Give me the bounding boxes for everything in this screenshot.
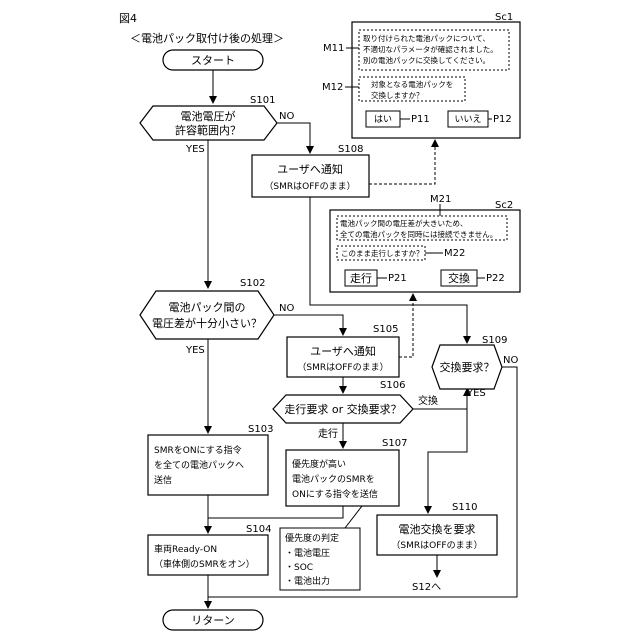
m21-line1: 電池パック間の電圧差が大きいため、 <box>340 218 468 228</box>
s104-text-line1: 車両Ready-ON <box>154 543 217 555</box>
priority-note-item-3: ・電池出力 <box>285 575 330 587</box>
m22-label: M22 <box>444 248 465 259</box>
screen-sc1-id: Sc1 <box>495 12 513 23</box>
s103-text-line3: 送信 <box>154 474 172 486</box>
p22-label: P22 <box>486 273 505 284</box>
s102-step-id: S102 <box>240 278 265 289</box>
m21-line2: 全ての電池パックを同時には接続できません。 <box>340 229 497 239</box>
start-label: スタート <box>191 54 235 67</box>
s101-text-line2: 許容範囲内？ <box>175 123 241 137</box>
s106-step-id: S106 <box>380 380 405 391</box>
m11-line2: 不適切なパラメータが確認されました。 <box>363 44 498 54</box>
connector-s105-screen2 <box>399 294 413 357</box>
m12-line2: 交換しますか？ <box>371 90 424 100</box>
s102-decision <box>140 291 274 339</box>
s107-text-line2: 電池パックのSMRを <box>292 473 375 485</box>
connector-s107-merge <box>208 506 343 518</box>
p12-label: P12 <box>493 114 512 125</box>
sc2-swap-button-label: 交換 <box>448 271 470 285</box>
s107-step-id: S107 <box>382 438 407 449</box>
s102-text-line2: 電圧差が十分小さい？ <box>152 316 262 330</box>
figure-title: ＜電池パック取付け後の処理＞ <box>130 31 284 45</box>
priority-note-item-2: ・SOC <box>285 563 313 573</box>
connector-s102-no <box>274 315 343 335</box>
m11-line3: 別の電池パックに交換してください。 <box>363 55 490 65</box>
s105-text-line1: ユーザへ通知 <box>310 344 376 358</box>
m12-line1: 対象となる電池パックを <box>371 79 453 89</box>
s101-text-line1: 電池電圧が <box>181 109 236 123</box>
s103-step-id: S103 <box>248 424 273 435</box>
connector-s108-screen1 <box>369 140 435 184</box>
s106-travel-label: 走行 <box>318 427 338 440</box>
priority-note-item-1: ・電池電圧 <box>285 547 330 559</box>
s109-step-id: S109 <box>482 335 507 346</box>
s108-step-id: S108 <box>338 144 363 155</box>
s102-yes-label: YES <box>185 345 205 356</box>
s107-text-line3: ONにする指令を送信 <box>292 488 378 500</box>
sc1-no-button-label: いいえ <box>454 114 481 125</box>
s109-no-label: NO <box>503 355 518 366</box>
p11-label: P11 <box>411 114 430 125</box>
s103-text-line2: を全ての電池パックへ <box>154 459 244 471</box>
s110-text-line2: （SMRはOFFのまま） <box>391 540 482 551</box>
s104-text-line2: （車体側のSMRをオン） <box>154 558 255 570</box>
priority-note-pointer <box>345 506 362 528</box>
sc2-travel-button-label: 走行 <box>350 272 372 285</box>
s101-no-label: NO <box>279 111 294 122</box>
end-label: リターン <box>191 614 234 627</box>
m22-text: このまま走行しますか？ <box>341 248 424 258</box>
p21-label: P21 <box>388 273 407 284</box>
s109-text: 交換要求？ <box>440 360 495 374</box>
s110-step-id: S110 <box>452 502 477 513</box>
s110-text-line1: 電池交換を要求 <box>399 522 476 536</box>
connector-s101-no <box>277 123 310 153</box>
s109-yes-label: YES <box>466 388 486 399</box>
s106-text: 走行要求 or 交換要求？ <box>284 402 401 416</box>
m21-label: M21 <box>430 194 451 205</box>
s104-step-id: S104 <box>246 524 271 535</box>
s105-step-id: S105 <box>373 324 398 335</box>
s108-text-line2: （SMRはOFFのまま） <box>264 181 355 192</box>
priority-note-title: 優先度の判定 <box>285 532 339 544</box>
sc1-yes-button-label: はい <box>374 114 392 125</box>
to-s12-label: S12へ <box>412 582 441 593</box>
s108-text-line1: ユーザへ通知 <box>277 162 343 176</box>
screen-sc2-id: Sc2 <box>495 200 513 211</box>
m11-line1: 取り付けられた電池パックについて、 <box>363 33 490 43</box>
s103-text-line1: SMRをONにする指令 <box>154 444 242 456</box>
s101-step-id: S101 <box>250 95 275 106</box>
s102-text-line1: 電池パック間の <box>169 301 246 314</box>
m11-label: M11 <box>323 43 344 54</box>
s102-no-label: NO <box>279 303 294 314</box>
figure-label: 図4 <box>119 12 137 25</box>
s101-yes-label: YES <box>185 144 205 155</box>
s106-swap-label: 交換 <box>418 394 438 407</box>
s105-text-line2: （SMRはOFFのまま） <box>297 362 388 373</box>
m12-label: M12 <box>322 82 343 93</box>
connector-s109-yes <box>428 389 467 513</box>
s107-text-line1: 優先度が高い <box>292 458 346 470</box>
